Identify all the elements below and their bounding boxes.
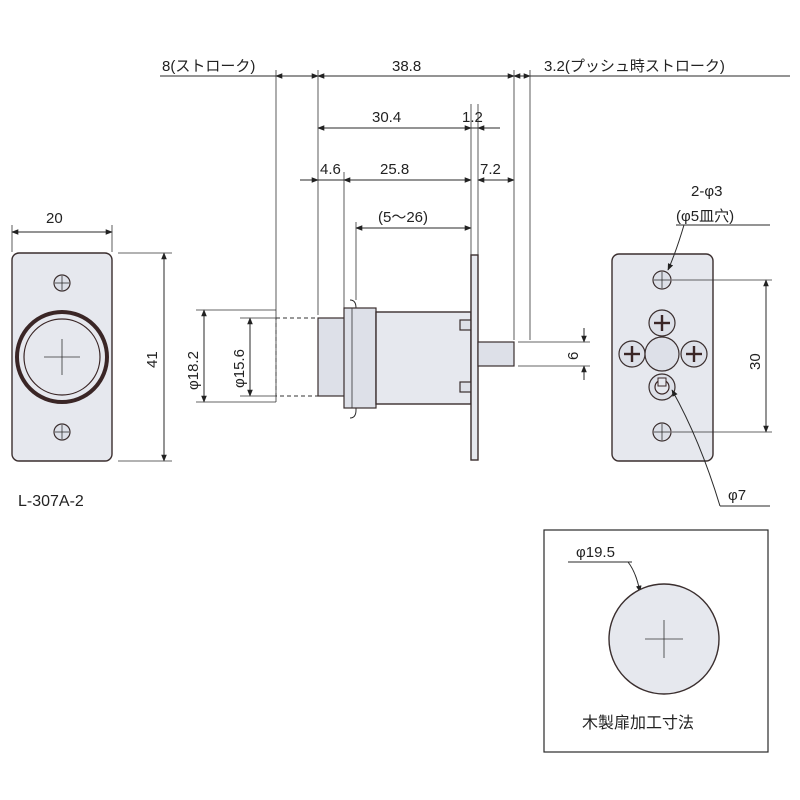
screw-right [680,340,708,368]
side-view: φ18.2 φ15.6 6 [185,254,590,461]
dim-range: (5〜26) [378,209,428,226]
rear-view: 2-φ3 (φ5皿穴) 30 φ7 [611,183,772,507]
dim-holes: 2-φ3 [691,183,722,200]
dimension-row-3: 4.6 25.8 7.2 [300,161,515,183]
dim-push-stroke: 3.2(プッシュ時ストローク) [544,58,725,75]
dim-30-4: 30.4 [372,109,401,126]
dim-phi-15-6: φ15.6 [231,349,248,388]
dim-1-2: 1.2 [462,109,483,126]
screw-top [648,309,676,337]
dim-phi-19-5: φ19.5 [576,544,615,561]
flange [343,307,377,409]
dim-overall: 38.8 [392,58,421,75]
dimension-row-2: 30.4 1.2 [317,109,500,131]
dim-30: 30 [747,353,764,370]
dim-phi-18-2: φ18.2 [185,351,202,390]
backplate [470,254,479,461]
housing [375,311,472,405]
dim-width-20: 20 [46,210,63,227]
front-view: 20 41 L-307A-2 [11,210,172,510]
dim-height-41: 41 [144,351,161,368]
dim-25-8: 25.8 [380,161,409,178]
dim-4-6: 4.6 [320,161,341,178]
door-cutout-panel: φ19.5 木製扉加工寸法 [543,529,769,753]
center-boss [644,336,680,372]
screw-left [618,340,646,368]
dimension-row-4: (5〜26) [355,209,472,231]
stroke-zone [275,317,319,397]
dim-stroke: 8(ストローク) [162,58,255,75]
dim-6: 6 [565,352,582,360]
dim-phi-7: φ7 [728,487,746,504]
plunger [317,317,347,397]
door-cutout-label: 木製扉加工寸法 [582,714,694,732]
model-label: L-307A-2 [18,493,84,510]
dim-counterbore: (φ5皿穴) [676,208,734,225]
dimension-row-1: 8(ストローク) 38.8 3.2(プッシュ時ストローク) [160,58,790,79]
dim-7-2: 7.2 [480,161,501,178]
latch-pin [477,341,515,367]
